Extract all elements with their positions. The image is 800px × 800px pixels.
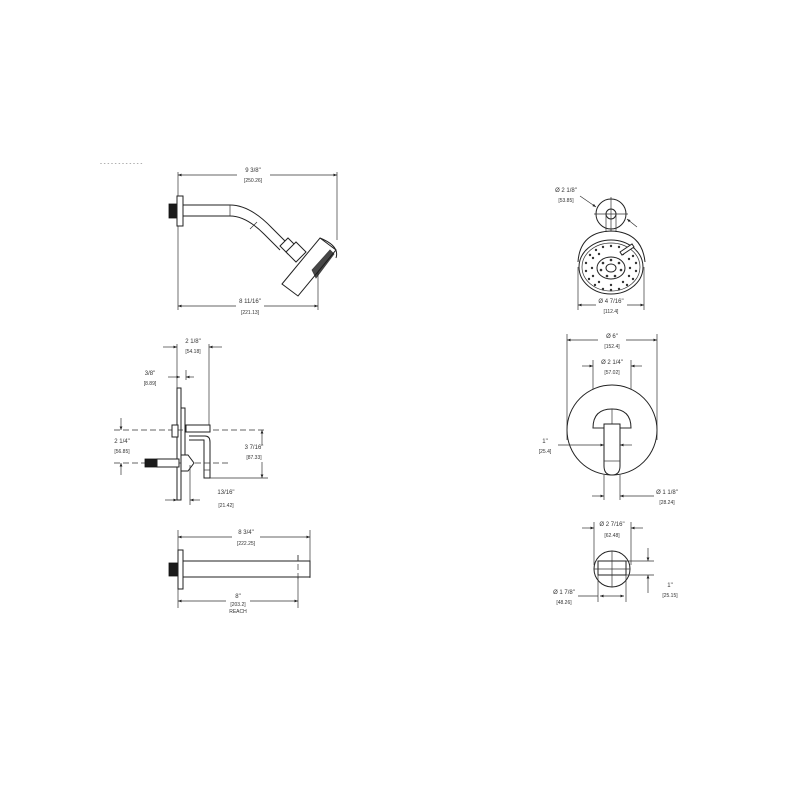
arm-reach-mm: [221.13] bbox=[241, 310, 260, 316]
spout-reach-mm: [203.2] bbox=[230, 602, 246, 608]
spout-height-mm: [25.15] bbox=[662, 593, 678, 599]
head-dia-dim: Ø 4 7/16" bbox=[598, 299, 623, 305]
valve-depth-mm: [54.18] bbox=[185, 349, 201, 355]
handle-width-dim: 1" bbox=[542, 439, 547, 445]
head-dia-mm: [112.4] bbox=[604, 309, 620, 315]
spout-length-dim: 8 3/4" bbox=[238, 530, 253, 536]
spout-inner-dim: Ø 1 7/8" bbox=[553, 590, 575, 596]
valve-height-dim: 3 7/16" bbox=[245, 445, 264, 451]
plate-dia-mm: [152.4] bbox=[604, 344, 620, 350]
valve-offset-mm: [56.85] bbox=[114, 449, 130, 455]
plate-thickness-dim: 3/8" bbox=[145, 371, 155, 377]
valve-height-mm: [87.33] bbox=[246, 455, 262, 461]
flange-dia-dim: Ø 2 1/8" bbox=[555, 188, 577, 194]
stem-length-dim: 13/16" bbox=[217, 490, 234, 496]
trim-front-view: Ø 6" [152.4] Ø 2 1/4" [57.02] 1" [25.4] … bbox=[539, 334, 678, 506]
spout-reach-label: REACH bbox=[229, 609, 247, 615]
plate-thickness-mm: [8.89] bbox=[144, 381, 157, 387]
tub-spout-side-view: 8 3/4" [222.25] 8" [203.2] REACH bbox=[168, 530, 311, 615]
arm-overall-dim: 9 3/8" bbox=[245, 168, 260, 174]
showerhead-front-view: Ø 2 1/8" [53.85] bbox=[555, 188, 646, 315]
spout-length-mm: [222.25] bbox=[237, 541, 256, 547]
spout-height-dim: 1" bbox=[667, 583, 672, 589]
valve-side-view: 2 1/8" [54.18] 3/8" [8.89] 2 1/4" [56.85… bbox=[114, 339, 268, 509]
spout-front-view: Ø 2 7/16" [62.48] 1" [25.15] Ø 1 7/8" [4… bbox=[553, 522, 678, 606]
handle-width-mm: [25.4] bbox=[539, 449, 552, 455]
flange-dia-mm: [53.85] bbox=[558, 198, 574, 204]
plate-dia-dim: Ø 6" bbox=[606, 334, 618, 340]
title-marks: - - - - - - - - - - - - bbox=[100, 161, 142, 167]
handle-end-mm: [28.24] bbox=[659, 500, 675, 506]
stem-length-mm: [21.42] bbox=[218, 503, 234, 509]
valve-offset-dim: 2 1/4" bbox=[114, 439, 129, 445]
hub-dia-dim: Ø 2 1/4" bbox=[601, 360, 623, 366]
spout-reach-dim: 8" bbox=[235, 594, 240, 600]
spout-inner-mm: [48.26] bbox=[556, 600, 572, 606]
handle-end-dim: Ø 1 1/8" bbox=[656, 490, 678, 496]
hub-dia-mm: [57.02] bbox=[604, 370, 620, 376]
valve-depth-dim: 2 1/8" bbox=[185, 339, 200, 345]
arm-reach-dim: 8 11/16" bbox=[239, 299, 261, 305]
spout-outer-mm: [62.48] bbox=[604, 533, 620, 539]
shower-arm-side-view: 9 3/8" [250.26] 8 11/16" [221.13] bbox=[168, 168, 338, 316]
arm-overall-mm: [250.26] bbox=[244, 178, 263, 184]
spout-outer-dim: Ø 2 7/16" bbox=[599, 522, 624, 528]
